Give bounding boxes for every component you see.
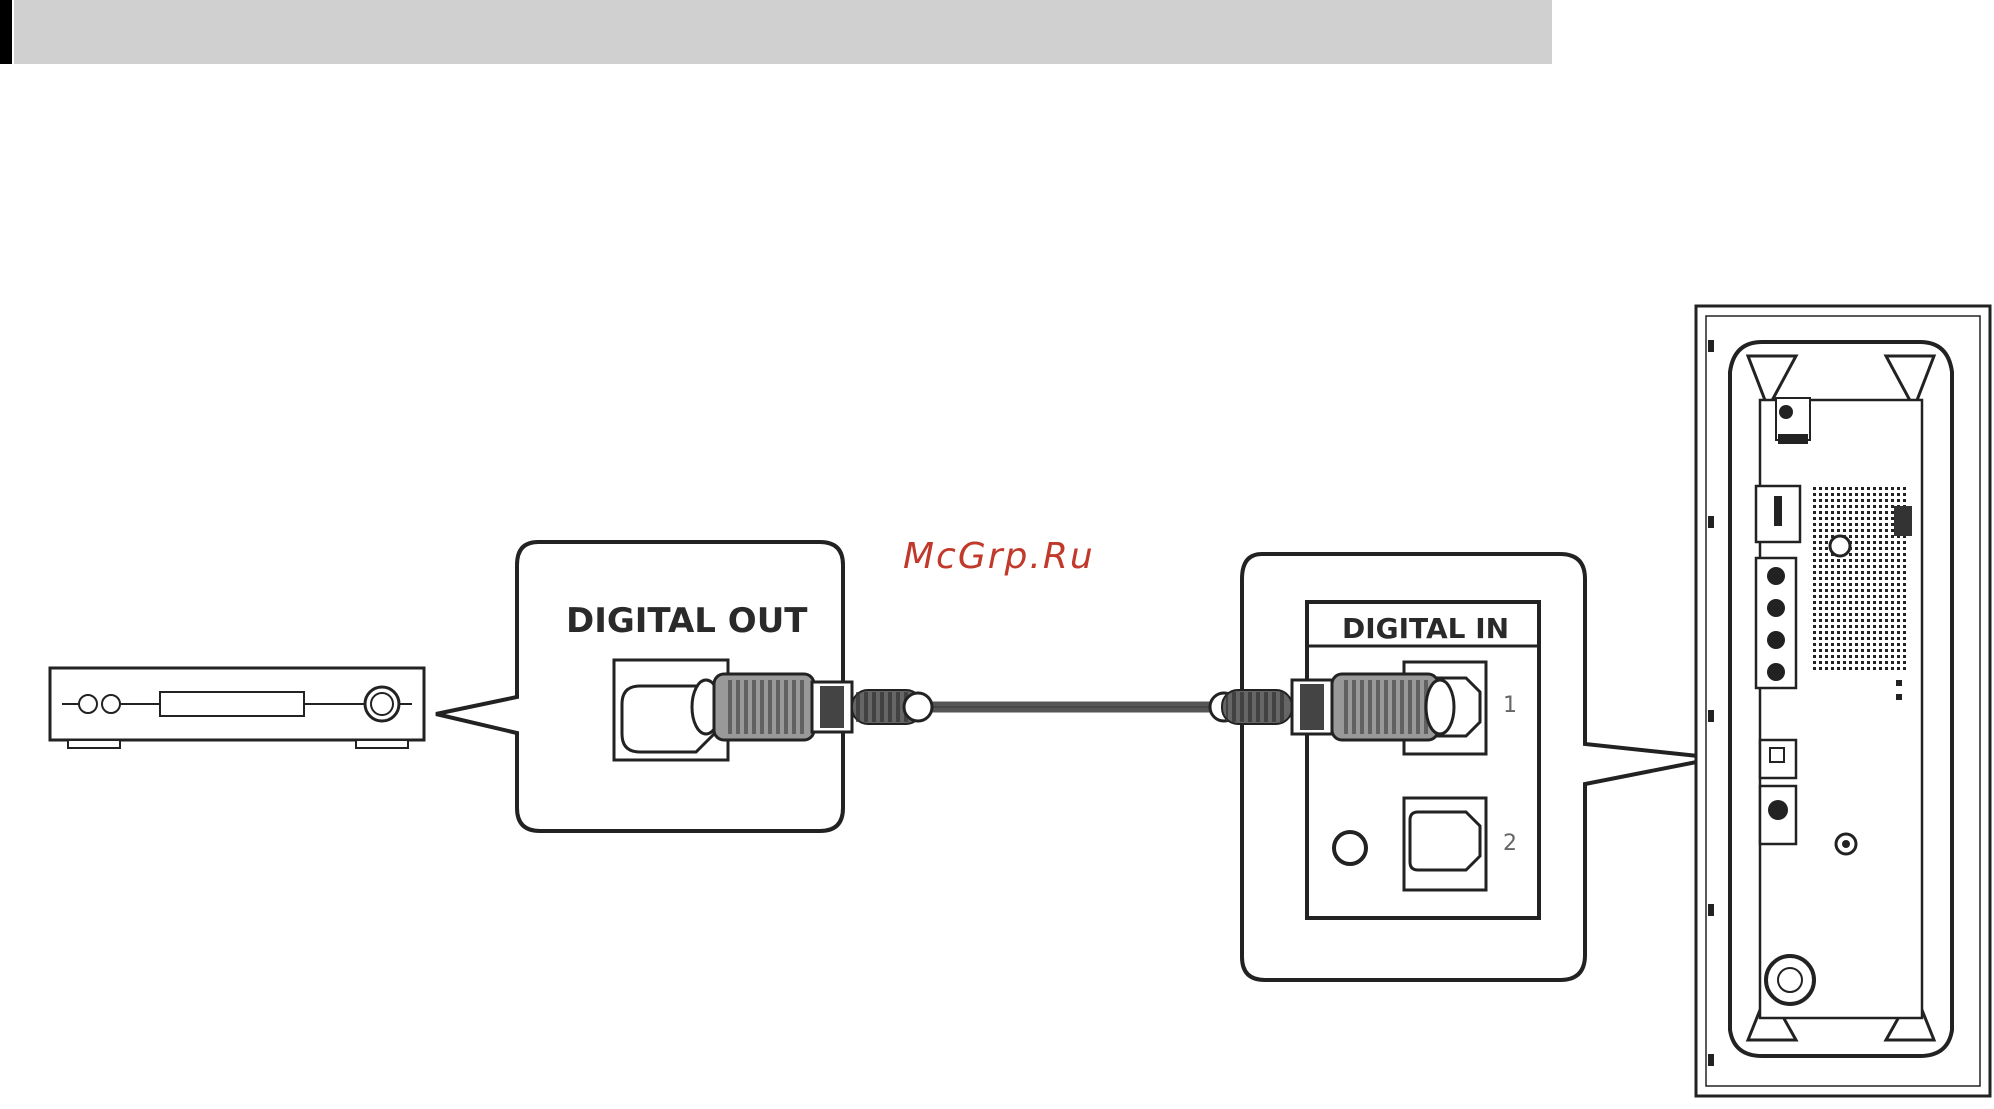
cable-plug-left [692, 674, 932, 740]
optical-cable-icon [692, 674, 1454, 740]
receiver-back-panel-icon [1696, 306, 1990, 1096]
digital-out-label: DIGITAL OUT [566, 601, 808, 641]
optical-port-in-2-icon [1404, 798, 1486, 890]
port-number-2: 2 [1503, 831, 1517, 856]
indicator-hole-icon [1334, 832, 1366, 864]
digital-in-callout: DIGITAL IN 1 2 [1242, 554, 1717, 980]
digital-in-label: DIGITAL IN [1342, 612, 1509, 645]
header-bar [0, 0, 1552, 64]
av-source-device-icon [50, 668, 424, 748]
port-number-1: 1 [1503, 693, 1517, 718]
watermark-text: McGrp.Ru [903, 536, 1095, 577]
